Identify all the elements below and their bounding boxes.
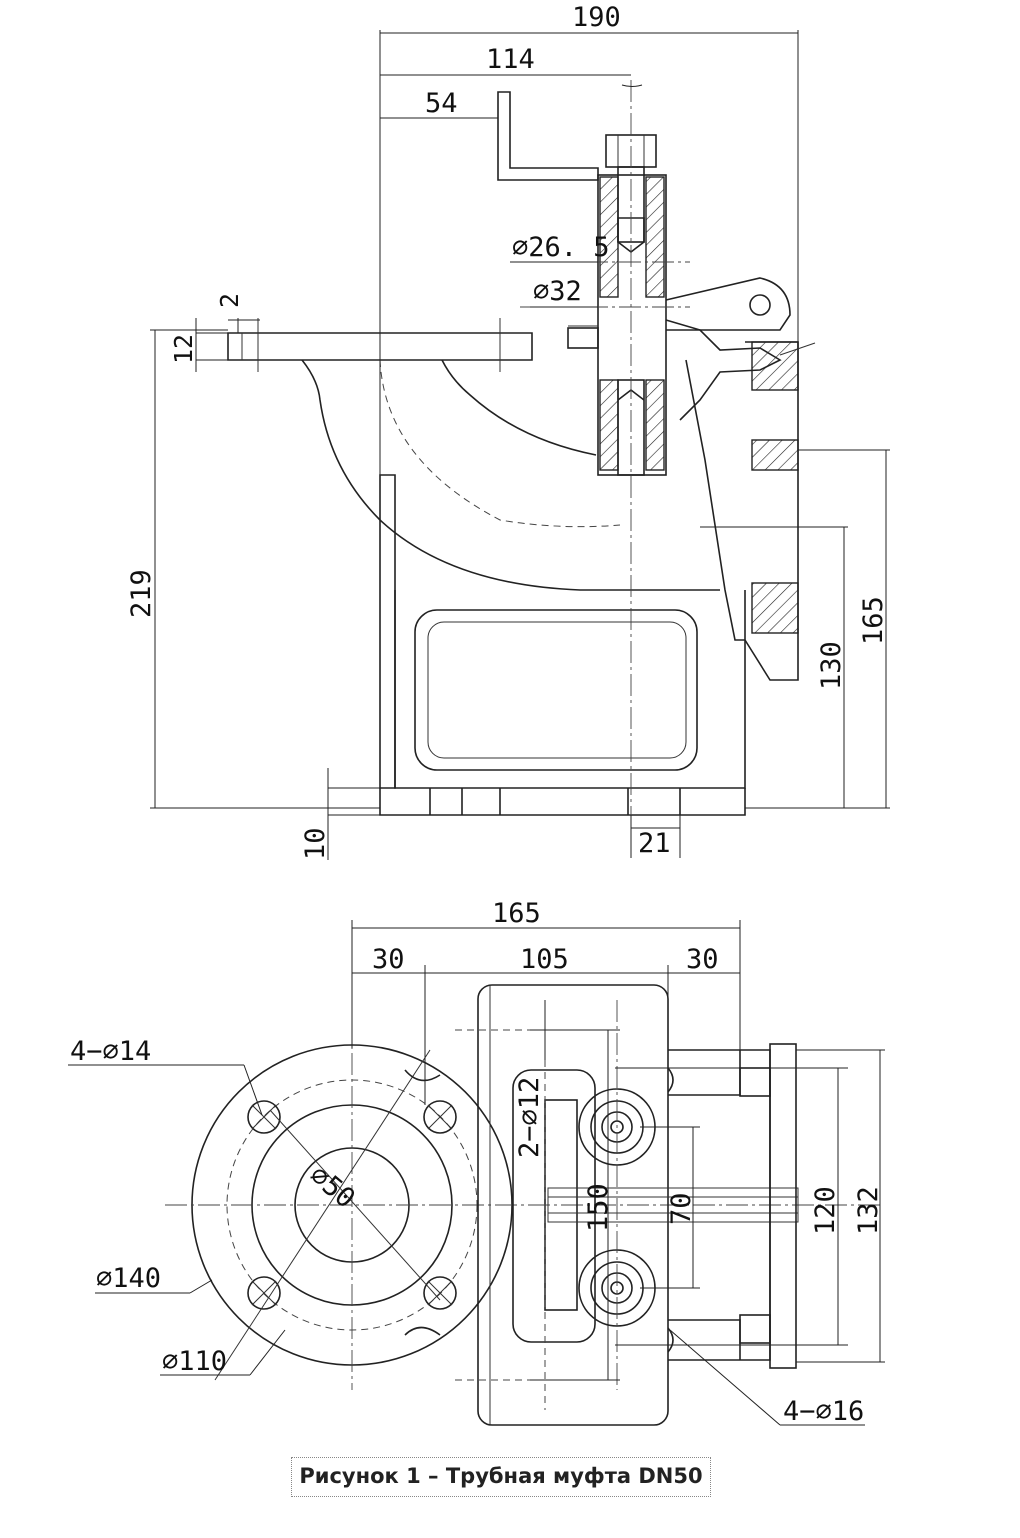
flange-bolt-holes xyxy=(247,1100,457,1310)
dim-12: 12 xyxy=(169,334,198,364)
dim-10: 10 xyxy=(300,827,331,860)
dim-dia-26-5: ⌀26. 5 xyxy=(512,232,610,263)
dim-dia-110: ⌀110 xyxy=(162,1346,227,1377)
dim-70: 70 xyxy=(666,1192,697,1225)
dim-150: 150 xyxy=(583,1183,614,1232)
dim-120: 120 xyxy=(810,1186,841,1235)
dim-21: 21 xyxy=(638,828,671,859)
label-holes-14: 4−⌀14 xyxy=(70,1036,151,1067)
dim-132: 132 xyxy=(853,1186,884,1235)
dim-dia-32: ⌀32 xyxy=(533,276,582,307)
dim-dia-140: ⌀140 xyxy=(96,1263,161,1294)
figure-caption: Рисунок 1 – Трубная муфта DN50 xyxy=(291,1457,711,1497)
label-holes-16: 4−⌀16 xyxy=(783,1396,864,1427)
technical-drawing: 190 114 54 ⌀26. 5 ⌀32 2 12 219 165 130 1… xyxy=(68,2,890,1427)
side-view: 190 114 54 ⌀26. 5 ⌀32 2 12 219 165 130 1… xyxy=(126,2,890,860)
dim-190: 190 xyxy=(572,2,621,33)
dim-219: 219 xyxy=(126,569,157,618)
dim-114: 114 xyxy=(486,44,535,75)
dim-2: 2 xyxy=(215,293,244,308)
dim-54: 54 xyxy=(425,88,458,119)
dim-30-right: 30 xyxy=(686,944,719,975)
plan-view: 165 30 105 30 4−⌀14 2−⌀12 ⌀50 ⌀140 ⌀110 … xyxy=(68,898,885,1427)
dim-165-side: 165 xyxy=(858,596,889,645)
dim-165-plan: 165 xyxy=(492,898,541,929)
dim-30-left: 30 xyxy=(372,944,405,975)
dim-130: 130 xyxy=(816,641,847,690)
label-holes-12: 2−⌀12 xyxy=(514,1077,545,1158)
dim-105: 105 xyxy=(520,944,569,975)
